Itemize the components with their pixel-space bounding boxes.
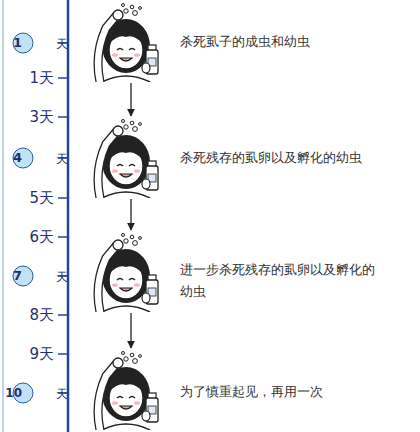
day-label: 3天 (29, 107, 54, 127)
day-label: 9天 (29, 344, 54, 364)
step-block: 进一步杀死残存的虱卵以及孵化的幼虫 (88, 232, 414, 312)
step-description: 杀死残存的虱卵以及孵化的幼虫 (180, 147, 380, 169)
flow-arrow (130, 83, 131, 116)
day-label: 4 (13, 148, 22, 168)
hair-wash-figure (98, 234, 158, 313)
edge-line (2, 0, 4, 432)
day-label: 7 (13, 266, 22, 286)
step-description: 进一步杀死残存的虱卵以及孵化的幼虫 (180, 259, 380, 303)
day-label: 天 (56, 384, 68, 404)
day-label: 5天 (29, 188, 54, 208)
day-label: 1 (13, 33, 22, 53)
step-block: 为了慎重起见，再用一次 (88, 350, 414, 430)
step-description: 杀死虱子的成虫和幼虫 (180, 31, 380, 53)
day-label: 8天 (29, 305, 54, 325)
tick-marks (58, 43, 68, 393)
step-description: 为了慎重起见，再用一次 (180, 381, 380, 403)
day-label: 1天 (29, 68, 54, 88)
day-label: 10 (5, 383, 22, 403)
hair-wash-figure (98, 352, 158, 431)
day-label: 天 (56, 34, 68, 54)
step-block: 杀死残存的虱卵以及孵化的幼虫 (88, 118, 414, 198)
day-label: 天 (56, 267, 68, 287)
hair-wash-figure (98, 4, 158, 83)
day-label: 6天 (29, 227, 54, 247)
flow-arrow (130, 199, 131, 230)
day-label: 天 (56, 149, 68, 169)
timeline-axis (67, 0, 70, 432)
step-block: 杀死虱子的成虫和幼虫 (88, 2, 414, 82)
hair-wash-figure (98, 120, 158, 199)
flow-arrow (130, 313, 131, 348)
